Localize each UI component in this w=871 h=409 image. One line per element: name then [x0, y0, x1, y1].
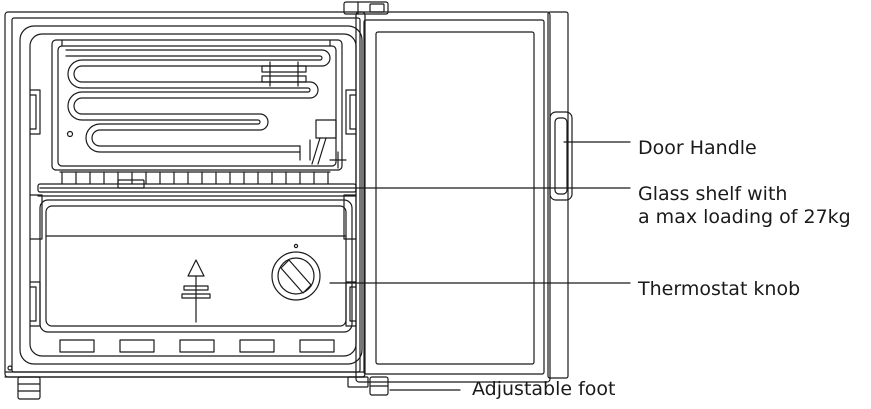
door-handle-label: Door Handle — [638, 137, 757, 160]
leader-lines — [39, 141, 631, 391]
thermostat-knob-label: Thermostat knob — [638, 278, 800, 301]
glass-shelf-label-line-2: a max loading of 27kg — [638, 206, 851, 228]
door-handle-drawing — [549, 111, 573, 201]
rating-symbol — [181, 259, 211, 323]
evaporator-panel — [51, 39, 343, 171]
feet — [7, 365, 389, 400]
glass-shelf-label-line-1: Glass shelf with — [638, 183, 788, 205]
thermostat-knob-drawing — [271, 243, 321, 301]
evaporator-coil — [65, 49, 347, 169]
door — [355, 11, 569, 383]
cabinet-body — [4, 11, 366, 378]
adjustable-foot-label: Adjustable foot — [472, 378, 616, 401]
left-rails — [29, 89, 43, 327]
glass-shelf-label: Glass shelf with a max loading of 27kg — [638, 183, 851, 229]
door-handle-label-line-1: Door Handle — [638, 137, 757, 159]
lower-compartment — [39, 199, 353, 353]
adjustable-foot-label-line-1: Adjustable foot — [472, 378, 616, 400]
glass-shelf — [37, 171, 357, 197]
thermostat-knob-label-line-1: Thermostat knob — [638, 278, 801, 300]
